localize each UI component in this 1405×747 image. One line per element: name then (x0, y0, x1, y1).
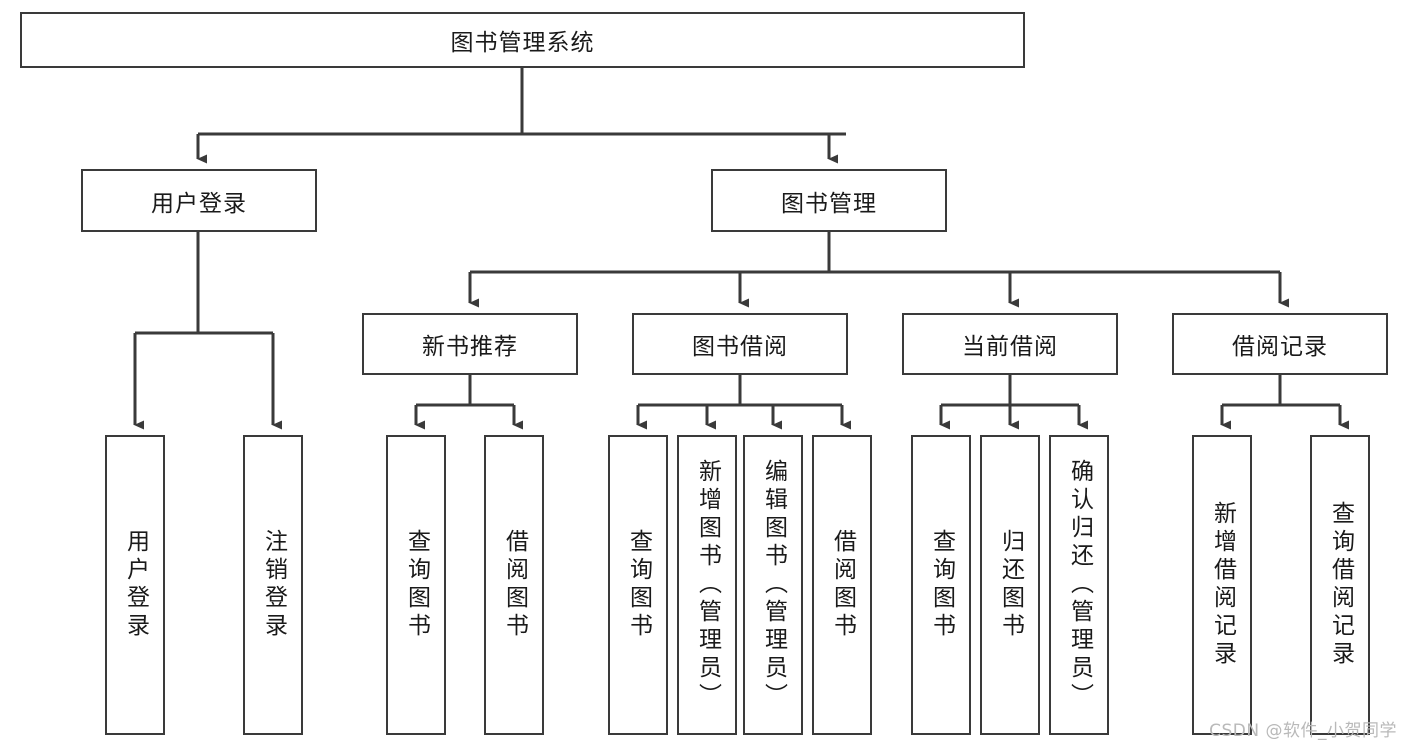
node-book-management-label: 图书管理 (781, 190, 877, 217)
node-leaf-newbook-query[interactable]: 查询图书 (386, 435, 446, 735)
watermark-label: CSDN @软件_小贺同学 (1209, 721, 1397, 741)
node-leaf-current-confirm-label: 确认归还（管理员） (1066, 459, 1093, 711)
node-new-book-recommend[interactable]: 新书推荐 (362, 313, 578, 375)
node-leaf-newbook-query-label: 查询图书 (403, 529, 430, 641)
node-book-borrow-label: 图书借阅 (692, 334, 788, 360)
node-borrow-records[interactable]: 借阅记录 (1172, 313, 1388, 375)
node-leaf-current-confirm[interactable]: 确认归还（管理员） (1049, 435, 1109, 735)
node-leaf-user-logout[interactable]: 注销登录 (243, 435, 303, 735)
node-leaf-current-return[interactable]: 归还图书 (980, 435, 1040, 735)
node-leaf-newbook-borrow[interactable]: 借阅图书 (484, 435, 544, 735)
node-current-borrow-label: 当前借阅 (962, 334, 1058, 360)
node-current-borrow[interactable]: 当前借阅 (902, 313, 1118, 375)
node-leaf-user-login[interactable]: 用户登录 (105, 435, 165, 735)
node-leaf-current-return-label: 归还图书 (997, 529, 1024, 641)
node-leaf-borrow-edit[interactable]: 编辑图书（管理员） (743, 435, 803, 735)
node-new-book-recommend-label: 新书推荐 (422, 334, 518, 360)
node-leaf-borrow-borrow-label: 借阅图书 (829, 529, 856, 641)
node-book-borrow[interactable]: 图书借阅 (632, 313, 848, 375)
node-leaf-borrow-borrow[interactable]: 借阅图书 (812, 435, 872, 735)
node-user-login-label: 用户登录 (151, 190, 247, 217)
node-leaf-borrow-add[interactable]: 新增图书（管理员） (677, 435, 737, 735)
node-leaf-newbook-borrow-label: 借阅图书 (501, 529, 528, 641)
node-leaf-records-query[interactable]: 查询借阅记录 (1310, 435, 1370, 735)
node-root-label: 图书管理系统 (450, 30, 595, 56)
node-borrow-records-label: 借阅记录 (1232, 334, 1328, 360)
node-leaf-records-add[interactable]: 新增借阅记录 (1192, 435, 1252, 735)
node-leaf-current-query[interactable]: 查询图书 (911, 435, 971, 735)
node-leaf-borrow-query[interactable]: 查询图书 (608, 435, 668, 735)
node-root[interactable]: 图书管理系统 (20, 12, 1025, 68)
node-leaf-borrow-add-label: 新增图书（管理员） (694, 459, 721, 711)
node-user-login[interactable]: 用户登录 (81, 169, 317, 232)
node-leaf-records-query-label: 查询借阅记录 (1327, 501, 1354, 669)
node-leaf-borrow-edit-label: 编辑图书（管理员） (760, 459, 787, 711)
node-leaf-borrow-query-label: 查询图书 (625, 529, 652, 641)
node-leaf-user-login-label: 用户登录 (122, 529, 149, 641)
node-leaf-current-query-label: 查询图书 (928, 529, 955, 641)
node-leaf-records-add-label: 新增借阅记录 (1209, 501, 1236, 669)
node-leaf-user-logout-label: 注销登录 (260, 529, 287, 641)
node-book-management[interactable]: 图书管理 (711, 169, 947, 232)
